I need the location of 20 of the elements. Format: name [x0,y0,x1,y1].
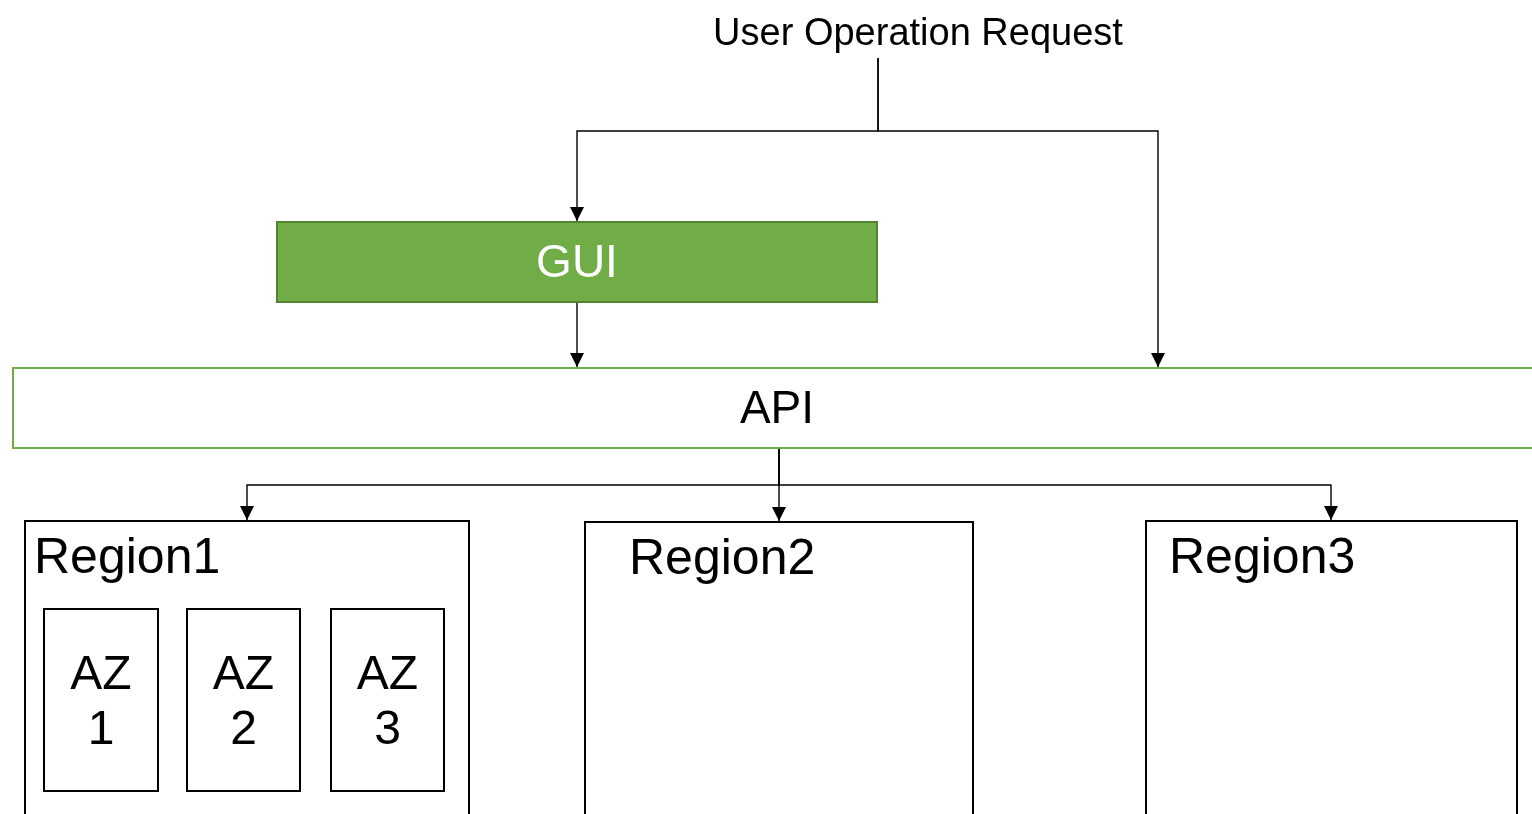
box-label: API [738,380,816,436]
box-label: GUI [535,234,619,290]
region-box [1145,520,1518,814]
availability-zone-box [330,608,445,792]
region-label: Region2 [629,528,816,587]
availability-zone-box [43,608,159,792]
zone-label: AZ 2 [211,644,276,756]
zone-label: AZ 1 [69,644,133,756]
request-label: User Operation Request [712,10,1124,56]
region-box [584,521,974,814]
arrow [877,57,1165,368]
zone-label: AZ 3 [355,644,420,756]
region-box [24,520,470,814]
api-box [12,367,1532,449]
arrow [570,302,584,368]
region-label: Region3 [1169,527,1356,586]
gui-box [276,221,878,303]
region-label: Region1 [34,527,221,586]
arrow [778,448,1338,521]
availability-zone-box [186,608,301,792]
